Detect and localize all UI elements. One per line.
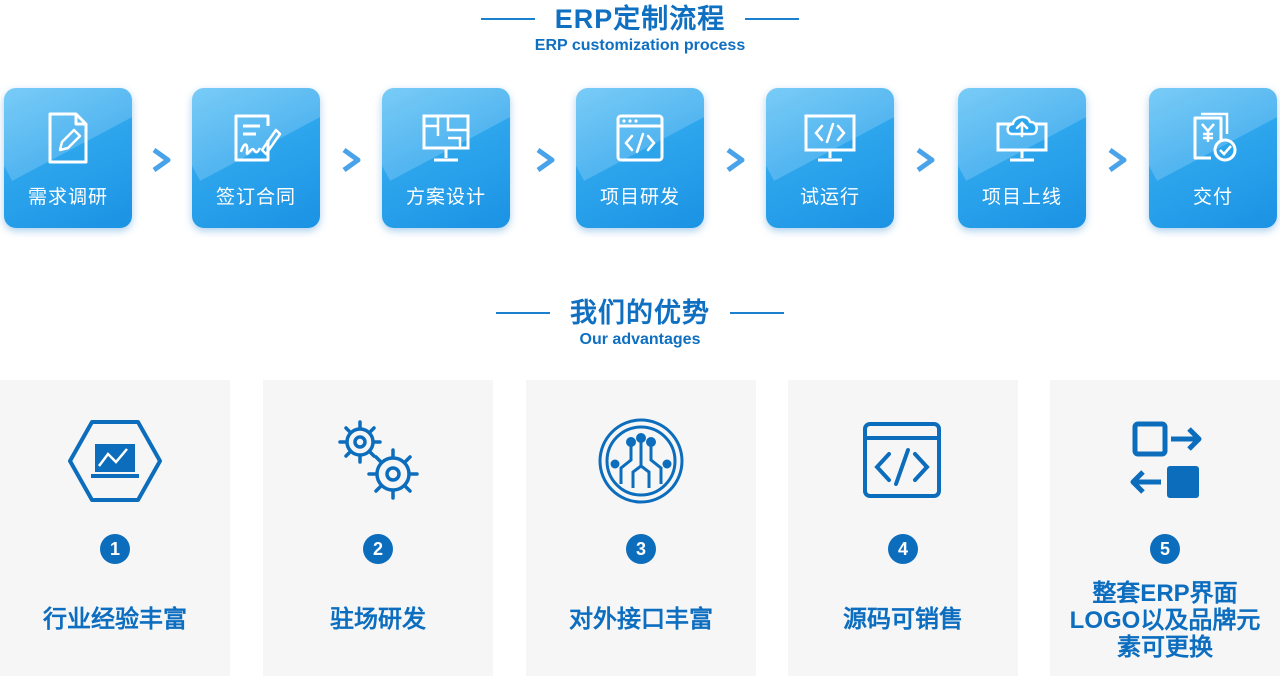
chevron-right-icon [726,147,745,173]
contract-sign-icon [234,114,282,162]
process-step-trial-run: 试运行 [766,88,894,228]
process-step-design: 方案设计 [382,88,510,228]
step-label: 需求调研 [27,187,108,208]
process-step-delivery: 交付 [1149,88,1277,228]
swap-arrows-icon [1130,421,1202,498]
step-label: 方案设计 [405,187,486,208]
chevron-right-icon [152,147,171,173]
number-badge: 1 [100,534,130,564]
advantage-label: 对外接口丰富 [569,606,713,633]
source-code-icon [863,422,941,498]
advantages-title: 我们的优势 [570,298,710,328]
blueprint-monitor-icon [422,114,470,162]
title-divider-right [730,312,784,314]
advantage-card-source-code: 4 源码可销售 [788,380,1018,676]
code-monitor-icon [804,114,856,162]
advantage-label: 整套ERP界面LOGO以及品牌元素可更换 [1069,580,1261,661]
title-divider-left [496,312,550,314]
chevron-right-icon [536,147,555,173]
title-divider-left [480,18,535,20]
document-edit-icon [48,112,88,164]
invoice-check-icon [1193,112,1237,162]
process-step-contract: 签订合同 [192,88,320,228]
step-label: 项目上线 [981,187,1062,208]
number-badge: 3 [626,534,656,564]
gears-icon [338,420,419,500]
process-step-requirements: 需求调研 [4,88,132,228]
process-subtitle: ERP customization process [534,37,746,54]
number-badge: 5 [1150,534,1180,564]
step-label: 签订合同 [215,187,296,208]
process-step-go-live: 项目上线 [958,88,1086,228]
code-window-icon [616,114,664,162]
step-label: 试运行 [799,187,860,208]
advantage-label: 源码可销售 [843,606,963,633]
title-divider-right [745,18,800,20]
advantages-subtitle: Our advantages [579,331,701,348]
cloud-upload-monitor-icon [996,115,1048,162]
process-title: ERP定制流程 [554,4,726,34]
number-badge: 4 [888,534,918,564]
chevron-right-icon [342,147,361,173]
number-badge: 2 [363,534,393,564]
advantage-label: 驻场研发 [330,606,426,633]
step-label: 交付 [1192,187,1233,208]
step-label: 项目研发 [599,187,680,208]
chevron-right-icon [916,147,935,173]
advantage-card-experience: 1 行业经验丰富 [0,380,230,676]
process-section-header: ERP定制流程 ERP customization process [0,3,1280,55]
chevron-right-icon [1108,147,1127,173]
process-step-development: 项目研发 [576,88,704,228]
advantage-card-interfaces: 3 对外接口丰富 [526,380,756,676]
hexagon-chart-icon [68,420,162,502]
advantage-card-branding: 5 整套ERP界面LOGO以及品牌元素可更换 [1050,380,1280,676]
advantage-card-onsite: 2 驻场研发 [263,380,493,676]
advantages-section-header: 我们的优势 Our advantages [0,297,1280,349]
circuit-chip-icon [598,418,684,504]
advantage-label: 行业经验丰富 [43,606,187,633]
